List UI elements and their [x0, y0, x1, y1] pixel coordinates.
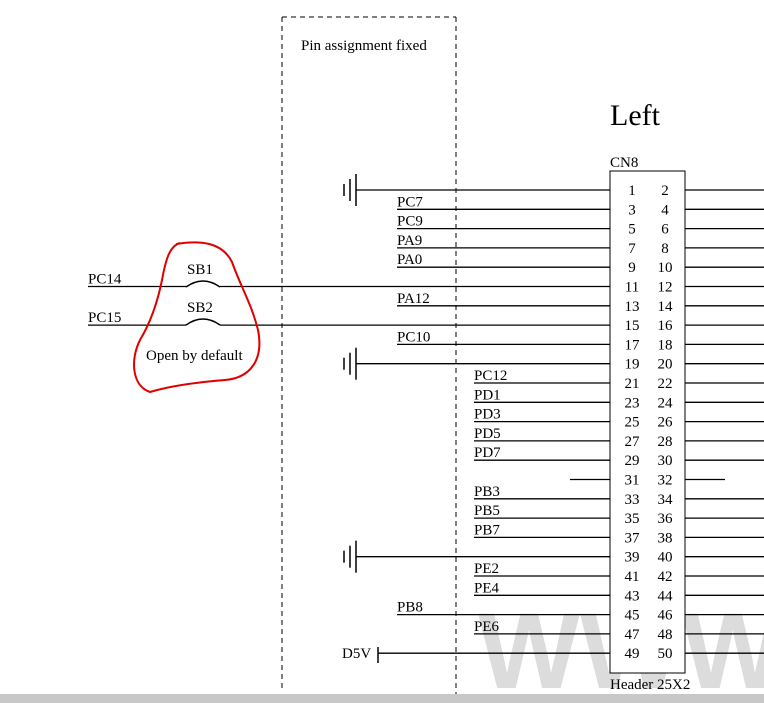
bridge-annotation-outline: [133, 241, 261, 394]
ground-1: [343, 174, 610, 206]
footer-bar: [0, 694, 764, 703]
net-label-pe2: PE2: [474, 561, 499, 577]
pin-number-20: 20: [658, 357, 673, 373]
pin-number-2: 2: [661, 183, 669, 199]
pin-number-35: 35: [625, 511, 640, 527]
net-label-pe4: PE4: [474, 580, 500, 596]
pin-number-4: 4: [661, 202, 669, 218]
net-label-pd3: PD3: [474, 407, 501, 423]
pin-number-31: 31: [625, 473, 640, 489]
pin-number-46: 46: [658, 608, 674, 624]
pin-number-12: 12: [658, 280, 673, 296]
ground-symbols: [343, 174, 610, 573]
pin-number-3: 3: [628, 202, 636, 218]
net-label-pd7: PD7: [474, 445, 501, 461]
pin-number-17: 17: [625, 337, 641, 353]
pin-number-23: 23: [625, 395, 640, 411]
net-label-pd5: PD5: [474, 426, 501, 442]
sb1-label: SB1: [187, 262, 213, 278]
pin-number-32: 32: [658, 473, 673, 489]
pin-number-29: 29: [625, 453, 640, 469]
pin-number-34: 34: [658, 492, 674, 508]
net-label-pe6: PE6: [474, 619, 500, 635]
side-title: Left: [610, 99, 661, 132]
connector-body: [609, 170, 686, 674]
pin-number-1: 1: [628, 183, 636, 199]
pin-number-30: 30: [658, 453, 673, 469]
pin-number-19: 19: [625, 357, 640, 373]
net-label-pa0: PA0: [397, 252, 422, 268]
net-labels: PC7PC9PA9PA0PC14PA12PC15PC10PC12PD1PD3PD…: [88, 194, 507, 662]
pin-number-15: 15: [625, 318, 640, 334]
net-label-pb3: PB3: [474, 484, 500, 500]
pin-number-21: 21: [625, 376, 640, 392]
net-label-pb5: PB5: [474, 503, 500, 519]
pin-number-13: 13: [625, 299, 640, 315]
pin-number-33: 33: [625, 492, 640, 508]
connector-ref: CN8: [610, 155, 638, 171]
pin-number-37: 37: [625, 530, 641, 546]
pin-number-39: 39: [625, 550, 640, 566]
pin-number-44: 44: [658, 588, 674, 604]
pin-assignment-region: [281, 16, 457, 695]
wires: [88, 189, 764, 654]
pin-number-48: 48: [658, 627, 673, 643]
pin-number-7: 7: [628, 241, 636, 257]
pin-number-26: 26: [658, 415, 674, 431]
ground-39: [343, 540, 610, 573]
sb2-label: SB2: [187, 300, 213, 316]
pin-number-45: 45: [625, 608, 640, 624]
net-label-pd1: PD1: [474, 387, 501, 403]
pin-number-16: 16: [658, 318, 674, 334]
pin-number-6: 6: [661, 222, 669, 238]
pin-number-8: 8: [661, 241, 669, 257]
pin-number-25: 25: [625, 415, 640, 431]
solder-bridge-sb2: SB2: [185, 300, 221, 326]
pin-number-28: 28: [658, 434, 673, 450]
net-label-pb7: PB7: [474, 522, 500, 538]
pin-number-22: 22: [658, 376, 673, 392]
net-label-pa9: PA9: [397, 233, 422, 249]
net-label-pc14: PC14: [88, 272, 122, 288]
pin-number-18: 18: [658, 337, 673, 353]
net-label-pc10: PC10: [397, 329, 430, 345]
net-label-d5v: D5V: [342, 646, 371, 662]
ground-19: [343, 347, 610, 380]
pin-assignment-label: Pin assignment fixed: [301, 38, 427, 54]
net-label-pa12: PA12: [397, 291, 430, 307]
pin-number-40: 40: [658, 550, 673, 566]
net-label-pc9: PC9: [397, 214, 423, 230]
pin-number-50: 50: [658, 646, 673, 662]
pin-number-49: 49: [625, 646, 640, 662]
pin-number-5: 5: [628, 222, 636, 238]
net-label-pc15: PC15: [88, 310, 121, 326]
pin-number-47: 47: [625, 627, 641, 643]
pin-number-43: 43: [625, 588, 640, 604]
pin-number-27: 27: [625, 434, 641, 450]
net-label-pc7: PC7: [397, 194, 423, 210]
pin-number-11: 11: [625, 280, 639, 296]
connector-part: Header 25X2: [610, 677, 690, 693]
pin-number-9: 9: [628, 260, 636, 276]
solder-bridge-sb1: SB1: [185, 262, 221, 288]
net-label-pc12: PC12: [474, 368, 507, 384]
net-label-pb8: PB8: [397, 600, 423, 616]
pin-number-10: 10: [658, 260, 673, 276]
pin-number-42: 42: [658, 569, 673, 585]
pin-number-24: 24: [658, 395, 674, 411]
pin-number-36: 36: [658, 511, 674, 527]
pin-number-41: 41: [625, 569, 640, 585]
pin-number-38: 38: [658, 530, 673, 546]
pin-numbers: 1357911131517192123252729313335373941434…: [625, 183, 674, 662]
pin-number-14: 14: [658, 299, 674, 315]
bridge-note: Open by default: [146, 348, 243, 364]
